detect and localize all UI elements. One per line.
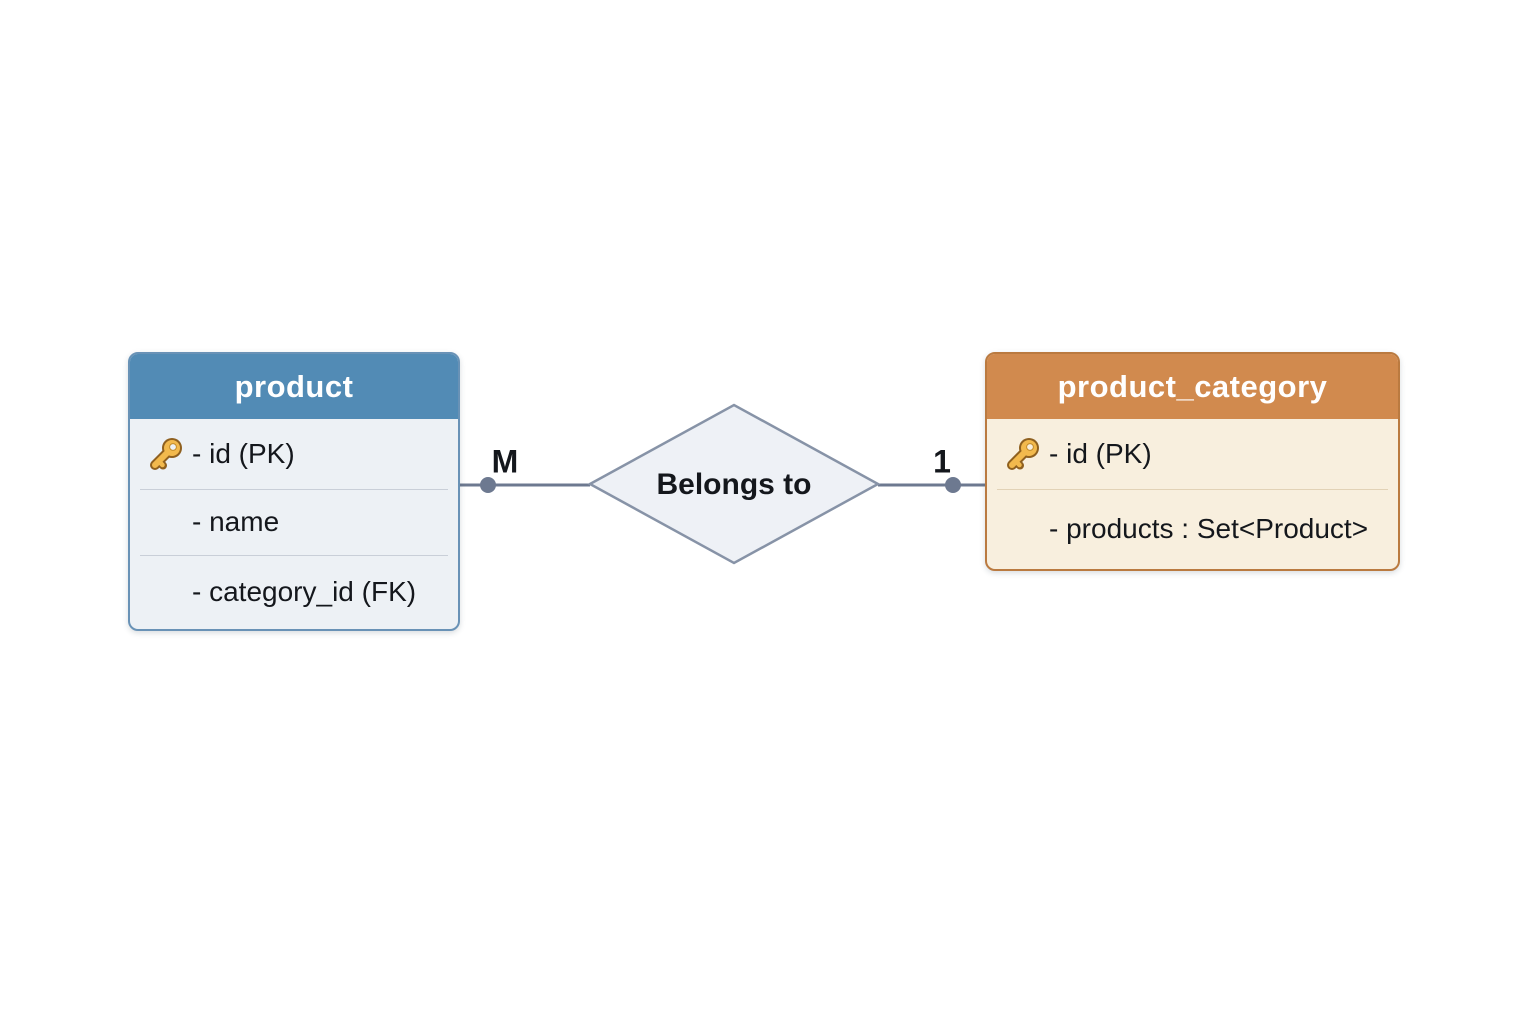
attribute-row-category-id-fk: - category_id (FK) [130,555,458,629]
entity-product[interactable]: product - id (PK) - name - category_id (… [128,352,460,631]
attribute-label: - name [192,506,280,537]
attribute-label: - id (PK) [1049,438,1152,469]
cardinality-left: M [491,443,519,480]
attribute-label: - id (PK) [192,438,295,469]
attribute-row-name: - name [130,489,458,555]
entity-product-category-title: product_category [987,354,1398,419]
entity-product-title: product [130,354,458,419]
relationship-diamond[interactable] [587,403,881,565]
entity-product-category[interactable]: product_category - id (PK) - products : … [985,352,1400,571]
attribute-row-products-set: - products : Set<Product> [987,489,1398,569]
connector-dot-right [945,477,961,493]
relationship-label: Belongs to [656,468,812,501]
attribute-label: - products : Set<Product> [1049,513,1369,544]
cardinality-right: 1 [933,443,951,480]
attribute-row-id-pk: - id (PK) [130,419,458,489]
connector-dot-left [480,477,496,493]
attribute-row-id-pk: - id (PK) [987,419,1398,489]
primary-key-icon [1005,437,1041,471]
primary-key-icon [148,437,184,471]
attribute-label: - category_id (FK) [192,576,417,607]
